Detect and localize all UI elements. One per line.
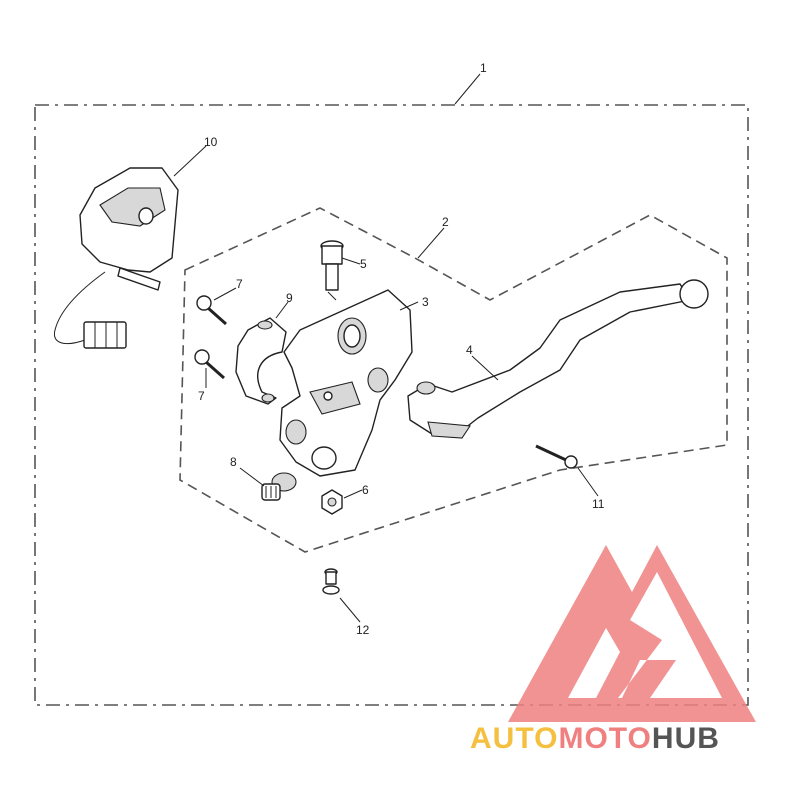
part-3-lever-bracket	[279, 289, 413, 477]
kit-boundary-outline	[34, 104, 749, 706]
watermark-text-hub: HUB	[652, 722, 720, 755]
callout-7-upper: 7	[236, 277, 243, 291]
leader-lines	[173, 73, 599, 623]
part-9-clamp	[235, 317, 287, 405]
callout-12: 12	[356, 623, 370, 637]
callout-11: 11	[592, 497, 605, 511]
callout-3: 3	[422, 295, 429, 309]
part-11-screw	[535, 444, 578, 469]
watermark-text-moto: MOTO	[558, 722, 651, 755]
svg-text:AUTOMOTOHUB: AUTOMOTOHUB	[470, 722, 720, 755]
lever-assembly-boundary	[179, 207, 728, 553]
callout-6: 6	[362, 483, 369, 497]
watermark-logo	[508, 545, 756, 722]
callout-8: 8	[230, 455, 237, 469]
callout-2: 2	[442, 215, 449, 229]
part-8-adjuster	[261, 472, 297, 501]
part-12-screw	[322, 568, 340, 595]
part-7-screw-lower	[194, 349, 225, 380]
callout-4: 4	[466, 343, 473, 357]
part-4-lever	[407, 279, 709, 439]
part-7-screw-upper	[196, 295, 227, 326]
part-6-nut	[321, 489, 343, 515]
watermark-text: AUTOMOTOHUB	[470, 722, 720, 755]
part-5-pivot-bolt	[320, 240, 344, 301]
part-10-switch-housing	[53, 167, 179, 349]
callout-10: 10	[204, 135, 218, 149]
callout-9: 9	[286, 291, 293, 305]
callout-1: 1	[480, 61, 487, 75]
callout-7-lower: 7	[198, 389, 205, 403]
callout-5: 5	[360, 257, 367, 271]
watermark-text-auto: AUTO	[470, 722, 558, 755]
